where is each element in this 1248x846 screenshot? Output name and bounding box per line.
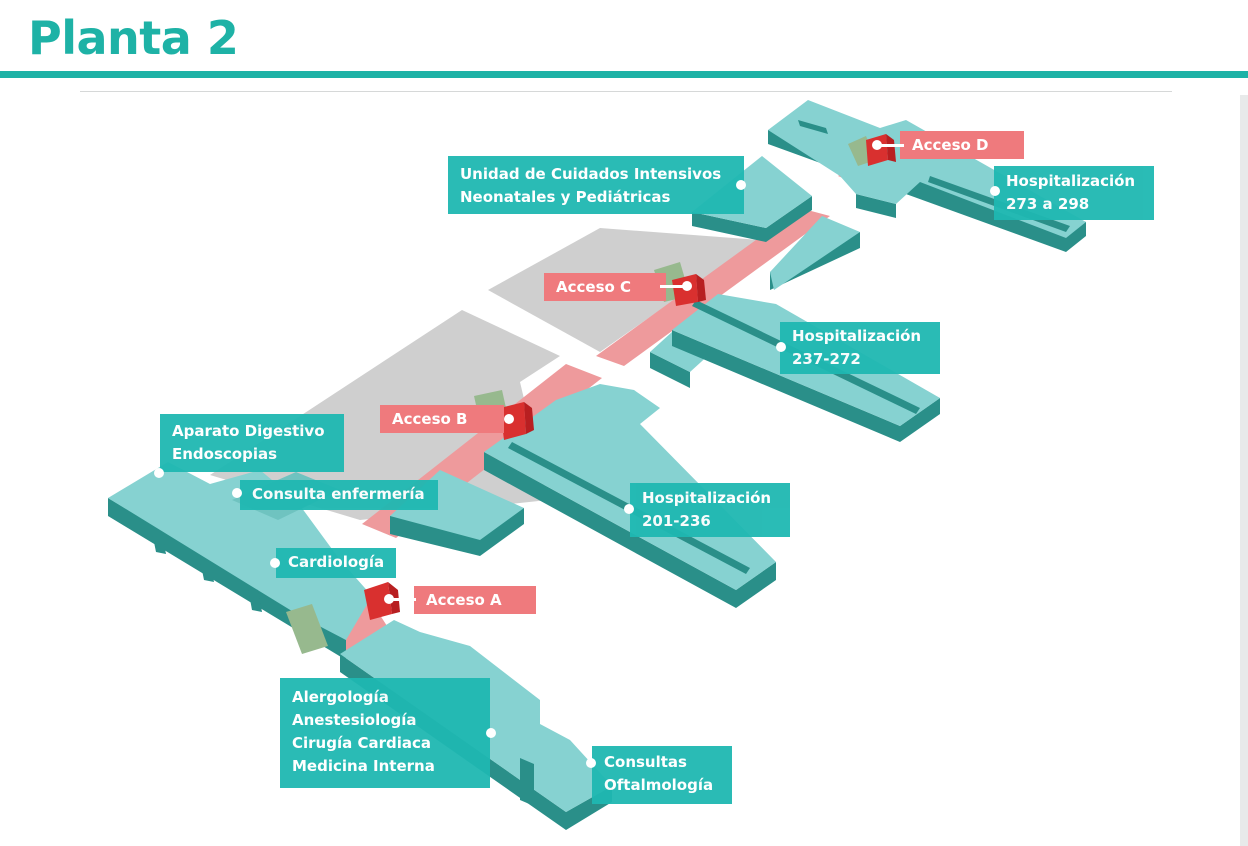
label-line: 201-236 bbox=[642, 512, 711, 530]
marker-dot bbox=[776, 342, 786, 352]
label-hosp-237: Hospitalización 237-272 bbox=[780, 322, 940, 374]
marker-dot bbox=[586, 758, 596, 768]
label-consulta-enfermeria: Consulta enfermería bbox=[240, 480, 438, 510]
label-acceso-a: Acceso A bbox=[414, 586, 536, 614]
access-connector bbox=[390, 598, 416, 601]
marker-dot bbox=[384, 594, 394, 604]
label-line: Medicina Interna bbox=[292, 757, 435, 775]
label-aparato-digestivo: Aparato Digestivo Endoscopias bbox=[160, 414, 344, 472]
label-alergologia: Alergología Anestesiología Cirugía Cardi… bbox=[280, 678, 490, 788]
label-ucin: Unidad de Cuidados Intensivos Neonatales… bbox=[448, 156, 744, 214]
label-line: Unidad de Cuidados Intensivos bbox=[460, 165, 722, 183]
label-consultas-oftalmologia: Consultas Oftalmología bbox=[592, 746, 732, 804]
access-block-icon bbox=[364, 134, 896, 620]
label-line: Hospitalización bbox=[792, 327, 922, 345]
label-line: Acceso B bbox=[392, 410, 468, 428]
label-line: Hospitalización bbox=[642, 489, 772, 507]
right-edge-shadow bbox=[1240, 95, 1248, 846]
label-line: Neonatales y Pediátricas bbox=[460, 188, 671, 206]
label-line: Aparato Digestivo bbox=[172, 422, 325, 440]
marker-dot bbox=[624, 504, 634, 514]
divider bbox=[80, 91, 1172, 92]
label-cardiologia: Cardiología bbox=[276, 548, 396, 578]
access-connector bbox=[660, 285, 688, 288]
label-line: Consultas bbox=[604, 753, 687, 771]
label-hosp-201: Hospitalización 201-236 bbox=[630, 483, 790, 537]
label-line: Consulta enfermería bbox=[252, 485, 425, 503]
label-line: Alergología bbox=[292, 688, 389, 706]
label-acceso-d: Acceso D bbox=[900, 131, 1024, 159]
marker-dot bbox=[872, 140, 882, 150]
label-line: Endoscopias bbox=[172, 445, 278, 463]
title-underline bbox=[0, 71, 1248, 78]
label-hosp-273: Hospitalización 273 a 298 bbox=[994, 166, 1154, 220]
marker-dot bbox=[486, 728, 496, 738]
label-acceso-b: Acceso B bbox=[380, 405, 504, 433]
label-line: 237-272 bbox=[792, 350, 861, 368]
label-line: 273 a 298 bbox=[1006, 195, 1090, 213]
marker-dot bbox=[232, 488, 242, 498]
label-line: Cirugía Cardiaca bbox=[292, 734, 431, 752]
marker-dot bbox=[154, 468, 164, 478]
marker-dot bbox=[682, 281, 692, 291]
label-line: Cardiología bbox=[288, 553, 385, 571]
label-line: Acceso C bbox=[556, 278, 632, 296]
label-line: Acceso D bbox=[912, 136, 989, 154]
access-connector bbox=[876, 144, 904, 147]
label-acceso-c: Acceso C bbox=[544, 273, 666, 301]
label-line: Hospitalización bbox=[1006, 172, 1136, 190]
marker-dot bbox=[990, 186, 1000, 196]
corridor-upper bbox=[596, 208, 830, 366]
label-line: Acceso A bbox=[426, 591, 502, 609]
marker-dot bbox=[736, 180, 746, 190]
marker-dot bbox=[504, 414, 514, 424]
label-line: Anestesiología bbox=[292, 711, 417, 729]
label-line: Oftalmología bbox=[604, 776, 714, 794]
page-title: Planta 2 bbox=[28, 11, 239, 65]
marker-dot bbox=[270, 558, 280, 568]
